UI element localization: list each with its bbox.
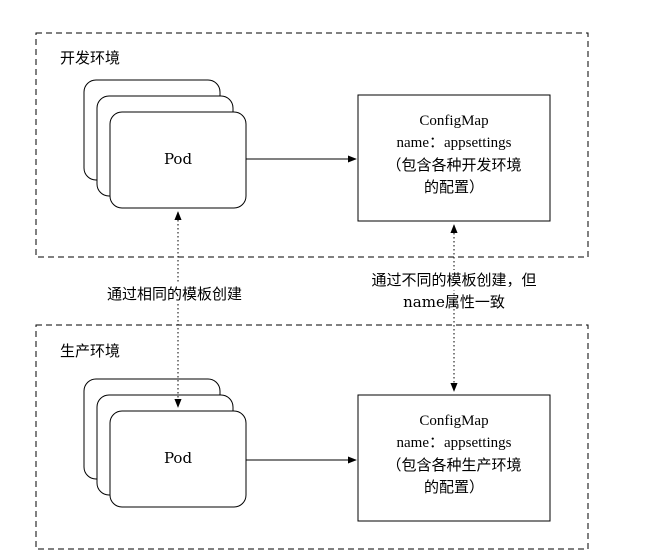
dev-configmap-desc-line1: （包含各种开发环境 <box>386 156 522 174</box>
prod-configmap-box <box>357 394 551 522</box>
dev-environment-region <box>35 32 589 258</box>
dev-configmap-name: name：appsettings <box>396 135 512 151</box>
prod-configmap-title: ConfigMap <box>419 413 489 429</box>
dev-pod-label: Pod <box>163 150 193 168</box>
prod-environment-label: 生产环境 <box>60 342 121 360</box>
prod-configmap-desc-line1: （包含各种生产环境 <box>386 456 522 474</box>
prod-pod-stack <box>83 378 247 508</box>
different-template-annotation-line1: 通过不同的模板创建，但 <box>334 270 574 290</box>
same-template-annotation: 通过相同的模板创建 <box>105 284 245 304</box>
dev-pod-stack <box>83 79 247 209</box>
dev-configmap-box <box>357 94 551 222</box>
dev-configmap-desc-line2: 的配置） <box>423 178 484 196</box>
dev-environment-label: 开发环境 <box>60 49 121 67</box>
different-template-annotation-line2: name属性一致 <box>403 293 505 311</box>
prod-pod-box <box>109 410 247 508</box>
prod-environment-region <box>35 324 589 550</box>
dev-pod-box <box>109 111 247 209</box>
prod-configmap-name: name：appsettings <box>396 435 512 451</box>
prod-configmap-desc-line2: 的配置） <box>423 478 484 496</box>
prod-pod-label: Pod <box>163 449 193 467</box>
dev-configmap-title: ConfigMap <box>419 113 489 129</box>
